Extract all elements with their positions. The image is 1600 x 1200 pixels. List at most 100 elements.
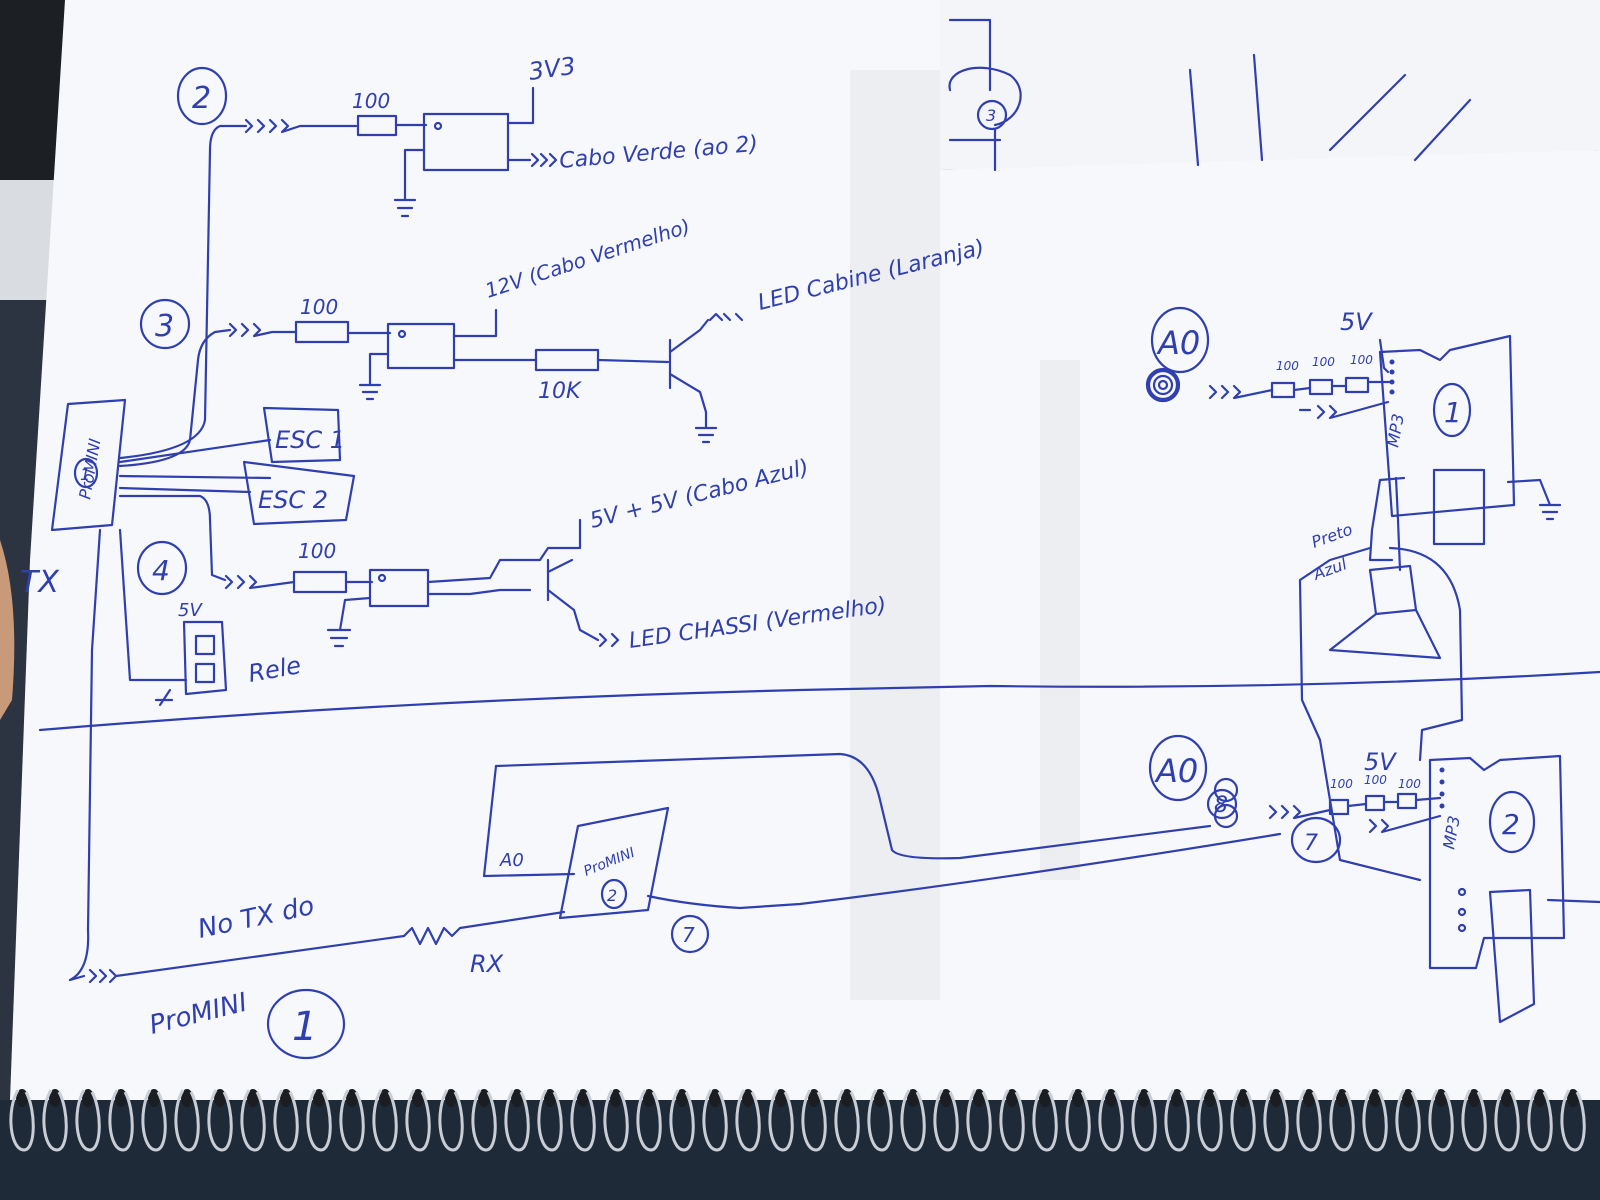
spiral-ring bbox=[108, 1089, 134, 1152]
spiral-hole bbox=[478, 1089, 490, 1107]
spiral-hole bbox=[82, 1089, 94, 1107]
spiral-hole bbox=[1105, 1089, 1117, 1107]
show-through bbox=[850, 70, 1080, 1000]
spiral-ring bbox=[1065, 1089, 1091, 1152]
spiral-ring bbox=[636, 1089, 662, 1152]
mp3-1-supply-label: 5V bbox=[1340, 308, 1373, 336]
spiral-ring bbox=[207, 1089, 233, 1152]
mp3-2-number: 2 bbox=[1502, 808, 1520, 841]
spiral-hole bbox=[973, 1089, 985, 1107]
spiral-hole bbox=[379, 1089, 391, 1107]
spiral-hole bbox=[1534, 1089, 1546, 1107]
level-shifter-a bbox=[422, 112, 510, 172]
spiral-hole bbox=[1072, 1089, 1084, 1107]
spiral-hole bbox=[544, 1089, 556, 1107]
resistor-100-b-label: 100 bbox=[300, 295, 338, 319]
transistor-a bbox=[596, 318, 710, 414]
spiral-ring bbox=[405, 1089, 431, 1152]
spiral-ring bbox=[1527, 1089, 1553, 1152]
spiral-ring bbox=[240, 1089, 266, 1152]
spiral-hole bbox=[346, 1089, 358, 1107]
spiral-ring bbox=[1197, 1089, 1223, 1152]
spiral-ring bbox=[1296, 1089, 1322, 1152]
spiral-hole bbox=[577, 1089, 589, 1107]
mp3-2-r3-label: 100 bbox=[1398, 777, 1421, 791]
spiral-ring bbox=[504, 1089, 530, 1152]
back-sheet-number: 3 bbox=[986, 106, 996, 125]
promini-2-number: 2 bbox=[607, 886, 617, 905]
promini-2-circle-7: 7 bbox=[682, 923, 695, 947]
spiral-ring bbox=[1032, 1089, 1058, 1152]
spiral-hole bbox=[643, 1089, 655, 1107]
promini-2-board bbox=[558, 806, 670, 920]
spiral-hole bbox=[214, 1089, 226, 1107]
ground-icon bbox=[694, 410, 718, 444]
spiral-hole bbox=[1567, 1089, 1579, 1107]
spiral-ring bbox=[1329, 1089, 1355, 1152]
spiral-ring bbox=[339, 1089, 365, 1152]
ground-icon bbox=[154, 688, 174, 707]
spiral-ring bbox=[1560, 1089, 1586, 1152]
spiral-hole bbox=[1039, 1089, 1051, 1107]
esc-2-box bbox=[242, 460, 356, 526]
spiral-hole bbox=[1435, 1089, 1447, 1107]
mp3-1-r3-label: 100 bbox=[1350, 353, 1373, 367]
rele-box bbox=[182, 620, 228, 696]
spiral-ring bbox=[1131, 1089, 1157, 1152]
spiral-ring bbox=[141, 1089, 167, 1152]
spiral-ring bbox=[1098, 1089, 1124, 1152]
mp3-1-r2-label: 100 bbox=[1312, 355, 1335, 369]
spiral-hole bbox=[907, 1089, 919, 1107]
mp3-1-chip bbox=[1432, 468, 1486, 546]
spiral-hole bbox=[1138, 1089, 1150, 1107]
mp3-2-pin-label: 8 bbox=[1214, 793, 1228, 818]
thumb bbox=[0, 540, 15, 720]
spiral-hole bbox=[1468, 1089, 1480, 1107]
back-sheet-sketch: 3 bbox=[948, 18, 1472, 172]
spiral-hole bbox=[247, 1089, 259, 1107]
spiral-ring bbox=[1494, 1089, 1520, 1152]
spiral-hole bbox=[115, 1089, 127, 1107]
mp3-2-circle-label: 7 bbox=[1304, 831, 1318, 856]
spiral-ring bbox=[174, 1089, 200, 1152]
supply-3v3-label: 3V3 bbox=[527, 52, 577, 86]
spiral-ring bbox=[75, 1089, 101, 1152]
spiral-hole bbox=[808, 1089, 820, 1107]
ink-blob bbox=[1145, 367, 1181, 403]
ground-icon bbox=[393, 148, 426, 218]
spiral-hole bbox=[610, 1089, 622, 1107]
tx-label: TX bbox=[20, 565, 60, 600]
spiral-ring bbox=[1230, 1089, 1256, 1152]
esc-1-box bbox=[262, 406, 342, 464]
spiral-hole bbox=[841, 1089, 853, 1107]
ground-icon bbox=[1506, 478, 1562, 521]
spiral-ring bbox=[900, 1089, 926, 1152]
spiral-ring bbox=[1164, 1089, 1190, 1152]
spiral-hole bbox=[313, 1089, 325, 1107]
spiral-hole bbox=[1369, 1089, 1381, 1107]
spiral-hole bbox=[445, 1089, 457, 1107]
promini-2-circle-1: 1 bbox=[292, 1004, 317, 1050]
mp3-1-a0-label: A0 bbox=[1156, 324, 1200, 362]
spiral-binding bbox=[0, 1089, 1600, 1200]
spiral-hole bbox=[280, 1089, 292, 1107]
spiral-hole bbox=[1270, 1089, 1282, 1107]
spiral-hole bbox=[742, 1089, 754, 1107]
resistor-10k-label: 10K bbox=[538, 379, 582, 404]
spiral-ring bbox=[669, 1089, 695, 1152]
spiral-ring bbox=[966, 1089, 992, 1152]
spiral-hole bbox=[1204, 1089, 1216, 1107]
spiral-hole bbox=[775, 1089, 787, 1107]
spiral-hole bbox=[1006, 1089, 1018, 1107]
spiral-hole bbox=[1336, 1089, 1348, 1107]
spiral-ring bbox=[471, 1089, 497, 1152]
mp3-2-board bbox=[1428, 754, 1566, 970]
mp3-2-r2-label: 100 bbox=[1364, 773, 1387, 787]
promini-1-board bbox=[50, 398, 127, 532]
promini-2-a0-label: A0 bbox=[499, 850, 524, 871]
level-shifter-b bbox=[386, 322, 456, 370]
spiral-ring bbox=[438, 1089, 464, 1152]
spiral-ring bbox=[1461, 1089, 1487, 1152]
separator-line bbox=[38, 670, 1600, 732]
